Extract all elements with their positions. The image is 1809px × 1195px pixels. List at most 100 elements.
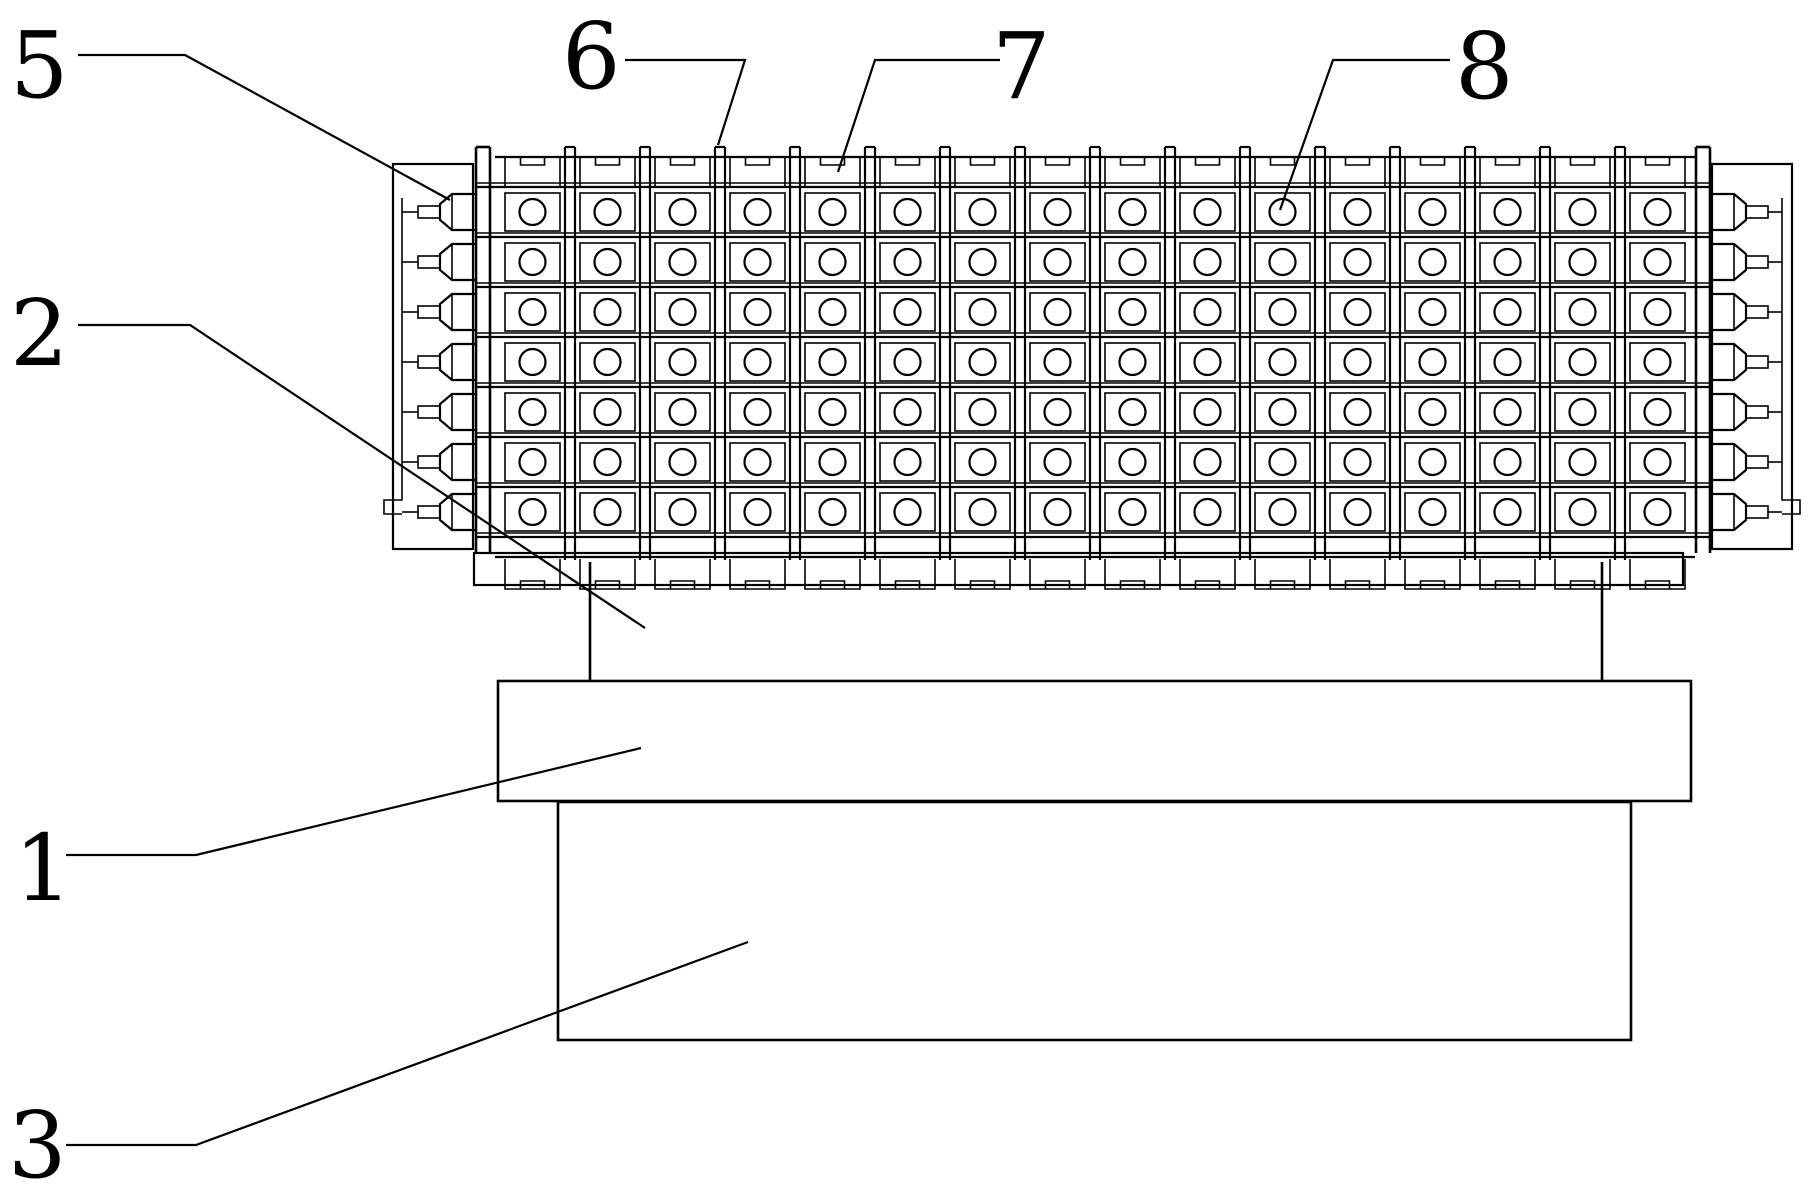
cell-hole-14-0 [1568, 197, 1597, 227]
cell-hole-11-2 [1343, 297, 1372, 327]
cell-hole-0-2 [518, 297, 547, 327]
cell-hole-1-5 [593, 447, 622, 477]
cell-10-0 [1254, 192, 1311, 232]
cell-11-5 [1329, 442, 1386, 482]
cell-2-6 [654, 492, 711, 532]
top-cap-8 [1104, 157, 1161, 188]
cell-hole-14-3 [1568, 347, 1597, 377]
cell-hole-8-2 [1118, 297, 1147, 327]
cell-hole-6-6 [968, 497, 997, 527]
cell-hole-7-4 [1043, 397, 1072, 427]
cell-0-3 [504, 342, 561, 382]
cell-hole-13-0 [1493, 197, 1522, 227]
cell-1-0 [579, 192, 636, 232]
cell-hole-9-1 [1193, 247, 1222, 277]
right-nozzle-5 [1710, 442, 1748, 482]
cell-hole-4-5 [818, 447, 847, 477]
bottom-cap-8 [1104, 559, 1161, 590]
cell-2-5 [654, 442, 711, 482]
top-notch-10 [1269, 157, 1296, 166]
cell-hole-12-1 [1418, 247, 1447, 277]
cell-hole-0-1 [518, 247, 547, 277]
leader-5 [78, 53, 451, 201]
cell-hole-7-5 [1043, 447, 1072, 477]
bottom-cap-6 [954, 559, 1011, 590]
cell-hole-2-0 [668, 197, 697, 227]
callout-3: 3 [8, 1092, 67, 1195]
top-cap-11 [1329, 157, 1386, 188]
cell-14-2 [1554, 292, 1611, 332]
bottom-cap-4 [804, 559, 861, 590]
top-notch-1 [594, 157, 621, 166]
left-nozzle-tip-2 [417, 305, 441, 319]
leader-lines [66, 53, 1450, 1147]
cell-9-5 [1179, 442, 1236, 482]
cell-hole-3-5 [743, 447, 772, 477]
cell-hole-2-5 [668, 447, 697, 477]
cell-0-6 [504, 492, 561, 532]
cell-7-3 [1029, 342, 1086, 382]
top-notch-11 [1344, 157, 1371, 166]
cell-hole-4-1 [818, 247, 847, 277]
cell-15-5 [1629, 442, 1686, 482]
cell-10-6 [1254, 492, 1311, 532]
top-cap-6 [954, 157, 1011, 188]
leader-3 [66, 940, 749, 1147]
cell-15-2 [1629, 292, 1686, 332]
cell-hole-9-2 [1193, 297, 1222, 327]
cell-hole-12-5 [1418, 447, 1447, 477]
callout-8: 8 [1455, 13, 1514, 120]
cell-11-0 [1329, 192, 1386, 232]
top-notch-14 [1569, 157, 1596, 166]
callout-6: 6 [562, 3, 621, 110]
cell-6-5 [954, 442, 1011, 482]
bottom-notch-15 [1644, 580, 1671, 589]
cell-hole-3-0 [743, 197, 772, 227]
cell-hole-1-4 [593, 397, 622, 427]
cell-hole-8-5 [1118, 447, 1147, 477]
cell-hole-15-4 [1643, 397, 1672, 427]
base-block [556, 800, 1633, 1042]
leader-8 [1278, 58, 1450, 211]
left-nozzle-0 [438, 192, 476, 232]
cell-hole-5-3 [893, 347, 922, 377]
cell-9-1 [1179, 242, 1236, 282]
cell-15-6 [1629, 492, 1686, 532]
right-nozzle-tip-5 [1745, 455, 1769, 469]
cell-hole-7-0 [1043, 197, 1072, 227]
cell-hole-0-0 [518, 197, 547, 227]
bottom-cap-13 [1479, 559, 1536, 590]
cell-hole-14-4 [1568, 397, 1597, 427]
cell-hole-10-5 [1268, 447, 1297, 477]
cell-8-6 [1104, 492, 1161, 532]
cell-hole-7-6 [1043, 497, 1072, 527]
cell-2-1 [654, 242, 711, 282]
cell-hole-2-1 [668, 247, 697, 277]
right-nozzle-6 [1710, 492, 1748, 532]
cell-hole-8-3 [1118, 347, 1147, 377]
cell-hole-12-6 [1418, 497, 1447, 527]
cell-6-1 [954, 242, 1011, 282]
cell-hole-5-5 [893, 447, 922, 477]
cell-14-1 [1554, 242, 1611, 282]
cell-hole-4-4 [818, 397, 847, 427]
cell-8-0 [1104, 192, 1161, 232]
top-notch-8 [1119, 157, 1146, 166]
right-nozzle-2 [1710, 292, 1748, 332]
cell-hole-11-5 [1343, 447, 1372, 477]
cell-13-3 [1479, 342, 1536, 382]
cell-6-3 [954, 342, 1011, 382]
top-notch-12 [1419, 157, 1446, 166]
right-nozzle-tip-0 [1745, 205, 1769, 219]
cell-hole-6-5 [968, 447, 997, 477]
cell-hole-1-1 [593, 247, 622, 277]
bottom-cap-12 [1404, 559, 1461, 590]
top-notch-5 [894, 157, 921, 166]
cell-hole-9-5 [1193, 447, 1222, 477]
cell-7-0 [1029, 192, 1086, 232]
cell-hole-15-5 [1643, 447, 1672, 477]
cell-hole-13-5 [1493, 447, 1522, 477]
cell-hole-6-3 [968, 347, 997, 377]
bottom-cap-7 [1029, 559, 1086, 590]
